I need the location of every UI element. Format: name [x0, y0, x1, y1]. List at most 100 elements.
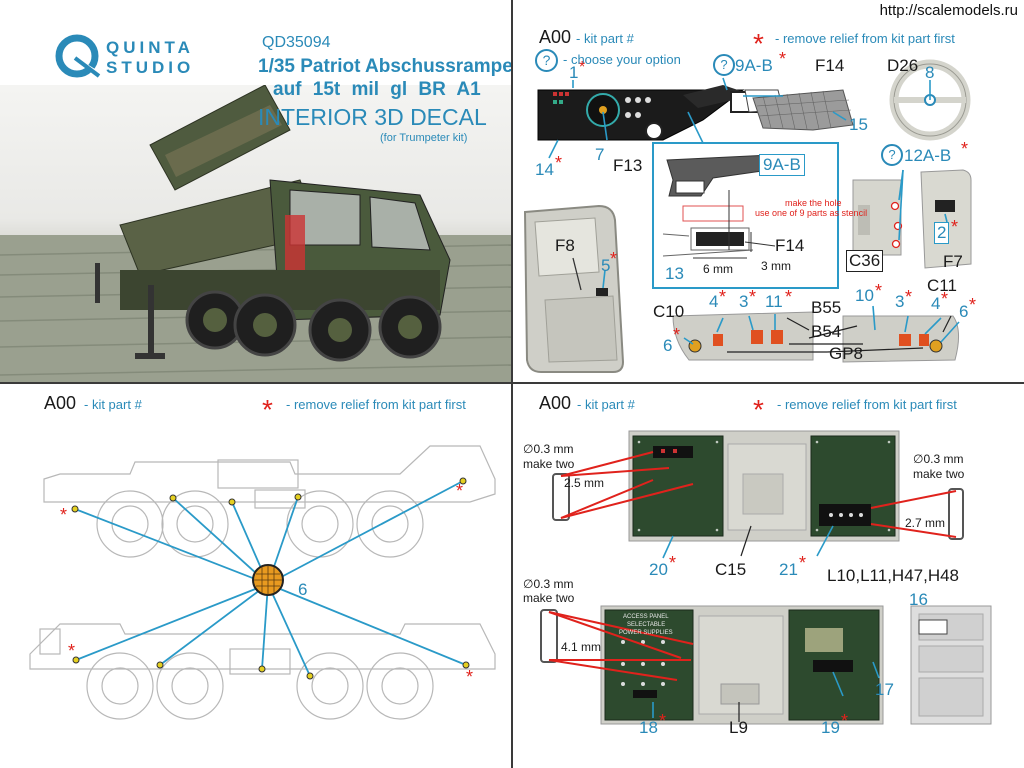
label-d26: D26	[887, 56, 919, 75]
product-title-line2: auf 15t mil gl BR A1	[273, 79, 481, 100]
q4-legend-kit-text: - kit part #	[577, 397, 635, 412]
panels-quadrant: A00 - kit part # * - remove relief from …	[513, 384, 1024, 768]
product-code: QD35094	[262, 34, 331, 51]
label-14: 14	[535, 160, 554, 179]
label-b54: B54	[811, 322, 842, 341]
make-two-bottom-left: make two	[523, 591, 575, 605]
label-12ab-star: *	[961, 139, 969, 159]
label-gp8: GP8	[829, 344, 864, 363]
inset-label-f14: F14	[775, 236, 805, 255]
inset-9ab-label: 9A-B	[763, 155, 801, 174]
option-12ab-icon: ?	[881, 144, 903, 166]
product-title-line1: 1/35 Patriot Abschussrampe	[258, 56, 511, 77]
hole-note-1: make the hole	[785, 198, 842, 208]
label-f7: F7	[943, 252, 963, 271]
inset-9ab-tag: 9A-B	[759, 154, 805, 176]
label-11: 11	[765, 292, 783, 311]
label-3b: 3	[895, 292, 905, 311]
q3-legend-star-icon: *	[262, 394, 273, 425]
label-6-light: 6	[298, 580, 308, 599]
make-two-top-right: make two	[913, 467, 965, 481]
label-21-star: *	[799, 553, 807, 573]
label-4a-star: *	[719, 287, 727, 307]
legend-option-icon: ?	[535, 49, 558, 72]
panel-text-2: SELECTABLE	[627, 622, 666, 628]
q4-legend-kit-code: A00	[539, 393, 572, 413]
dia-top-right: ∅0.3 mm	[913, 452, 964, 466]
label-21: 21	[779, 560, 798, 579]
q4-legend-star-icon: *	[753, 394, 764, 425]
label-c10: C10	[653, 302, 685, 321]
label-8: 8	[925, 63, 935, 82]
label-5: 5	[601, 256, 611, 275]
quinta-logo-icon	[55, 34, 101, 78]
q4-legend-remove-text: - remove relief from kit part first	[777, 397, 957, 412]
label-15: 15	[849, 115, 868, 134]
label-c11: C11	[927, 276, 957, 295]
q3-legend-kit-code: A00	[44, 393, 77, 413]
legend-kit-code: A00	[539, 27, 572, 47]
label-4b-star: *	[941, 289, 949, 309]
vehicle-photo	[0, 84, 511, 382]
label-l9: L9	[729, 718, 748, 737]
label-c36: C36	[849, 251, 881, 270]
label-6b-star: *	[969, 295, 977, 315]
label-f14: F14	[815, 56, 845, 75]
q3-legend-kit-text: - kit part #	[84, 397, 142, 412]
chassis-quadrant: A00 - kit part # * - remove relief from …	[0, 384, 511, 768]
label-2: 2	[937, 223, 947, 242]
hole-note-2: use one of 9 parts as stencil	[755, 208, 868, 218]
label-7: 7	[595, 145, 605, 164]
label-12ab: 12A-B	[904, 146, 952, 165]
q3-star-4: *	[466, 667, 474, 687]
legend-kit-text: - kit part #	[576, 31, 634, 46]
label-18: 18	[639, 718, 658, 737]
label-c36-box: C36	[846, 250, 884, 272]
dia-top-left: ∅0.3 mm	[523, 442, 574, 456]
label-19: 19	[821, 718, 840, 737]
label-c15: C15	[715, 560, 747, 579]
label-2-box: 2	[934, 222, 950, 244]
q3-star-3: *	[68, 641, 76, 661]
label-20-star: *	[669, 553, 677, 573]
dashboard-diagram	[523, 59, 972, 373]
label-6a: 6	[663, 336, 673, 355]
panel-text-1: ACCESS PANEL	[623, 614, 669, 620]
dim-3mm: 3 mm	[761, 259, 791, 273]
label-19-star: *	[841, 711, 849, 731]
q3-star-1: *	[60, 505, 68, 525]
watermark: http://scalemodels.ru	[877, 2, 1020, 19]
q3-legend-remove-text: - remove relief from kit part first	[286, 397, 466, 412]
dim-4-1mm: 4.1 mm	[561, 640, 602, 654]
panel-text-3: POWER SUPPLIES	[619, 630, 673, 636]
label-11-star: *	[785, 287, 793, 307]
product-note: (for Trumpeter kit)	[380, 132, 468, 144]
label-3a-star: *	[749, 287, 757, 307]
label-10-star: *	[875, 281, 883, 301]
label-16: 16	[909, 590, 928, 609]
dia-bottom-left: ∅0.3 mm	[523, 577, 574, 591]
label-3a: 3	[739, 292, 749, 311]
label-6b: 6	[959, 302, 969, 321]
label-18-star: *	[659, 711, 667, 731]
label-5-star: *	[610, 249, 618, 269]
horizontal-divider	[0, 382, 1024, 384]
brand-name-line2: STUDIO	[106, 58, 195, 77]
panels-diagram	[540, 430, 992, 725]
label-9ab: 9A-B	[735, 56, 773, 75]
label-1-star: *	[579, 59, 586, 76]
label-4b: 4	[931, 294, 941, 313]
label-l-group: L10,L11,H47,H48	[827, 566, 960, 585]
dashboard-quadrant: A00 - kit part # * - remove relief from …	[513, 0, 1024, 382]
make-two-top-left: make two	[523, 457, 575, 471]
label-f13: F13	[613, 156, 643, 175]
dim-6mm: 6 mm	[703, 262, 733, 276]
label-9ab-star: *	[779, 49, 787, 69]
brand-name-line1: QUINTA	[106, 38, 194, 57]
label-4a: 4	[709, 292, 719, 311]
title-quadrant: QUINTA STUDIO QD35094 1/35 Patriot Absch…	[0, 0, 511, 382]
q3-star-2: *	[456, 481, 464, 501]
label-14-star: *	[555, 153, 563, 173]
label-13: 13	[665, 264, 684, 283]
label-6a-star: *	[673, 325, 681, 345]
